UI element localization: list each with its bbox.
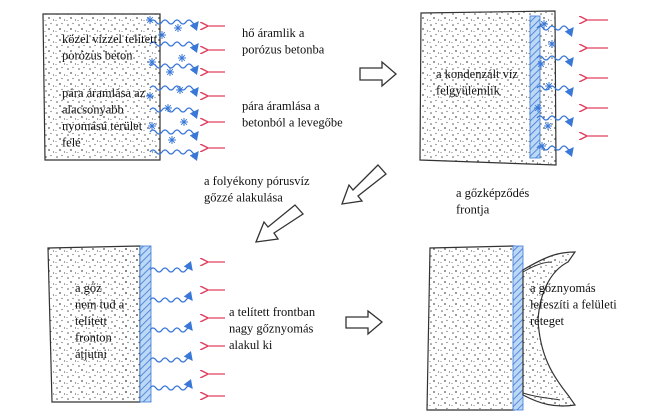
heat-arrows xyxy=(586,20,608,136)
vapor-star xyxy=(534,104,542,112)
process-arrow-diagonal-2 xyxy=(254,204,304,243)
heat-arrows xyxy=(207,262,225,396)
panel-top-right xyxy=(419,10,608,166)
vapor-star xyxy=(148,58,156,66)
heat-arrows xyxy=(207,26,225,148)
vapor-arrow xyxy=(149,129,199,141)
condensation-front xyxy=(529,15,541,159)
vapor-star xyxy=(544,122,552,130)
vapor-star xyxy=(548,40,556,48)
process-arrow-diagonal-1 xyxy=(341,164,387,205)
vapor-arrow xyxy=(149,351,193,363)
process-arrow-right-bottom xyxy=(345,309,384,336)
panel-bottom-left xyxy=(47,245,225,403)
spalled-layer xyxy=(522,251,577,407)
vapor-star xyxy=(166,68,174,76)
vapor-stars xyxy=(534,20,556,150)
vapor-star xyxy=(158,31,166,39)
vapor-arrow xyxy=(149,291,193,303)
vapor-star xyxy=(537,60,545,68)
vapor-star xyxy=(146,16,154,24)
vapor-arrow xyxy=(536,115,574,127)
vapor-arrows xyxy=(149,19,199,161)
vapor-arrow xyxy=(149,261,193,273)
vapor-arrow xyxy=(536,145,574,157)
crack-line xyxy=(522,261,553,273)
vapor-arrow xyxy=(149,321,193,333)
process-arrow-right-top xyxy=(359,60,397,88)
vapor-star xyxy=(176,86,184,94)
vapor-star xyxy=(164,104,172,112)
vapor-arrow xyxy=(149,149,199,161)
vapor-arrow xyxy=(536,85,574,97)
vapor-star xyxy=(178,54,186,62)
saturated-front xyxy=(139,245,152,403)
concrete-block xyxy=(419,10,557,166)
vapor-star xyxy=(168,136,176,144)
vapor-stars xyxy=(146,16,188,144)
vapor-arrow xyxy=(536,55,574,67)
vapor-arrow xyxy=(149,63,199,75)
vapor-arrow xyxy=(149,107,199,119)
vapor-star xyxy=(545,82,553,90)
vapor-star xyxy=(174,24,182,32)
panel-bottom-right xyxy=(426,245,577,411)
vapor-star xyxy=(146,92,154,100)
concrete-block xyxy=(42,13,161,161)
panel-top-left xyxy=(42,13,225,161)
vapor-arrow xyxy=(149,379,193,391)
vapor-star xyxy=(148,122,156,130)
vapor-arrow xyxy=(149,41,199,53)
vapor-star xyxy=(540,20,548,28)
vapor-arrows xyxy=(149,261,193,391)
crack-line xyxy=(522,392,561,401)
vapor-star xyxy=(180,118,188,126)
concrete-block xyxy=(426,245,515,411)
vapor-arrows xyxy=(536,25,574,157)
saturated-front xyxy=(512,245,524,411)
vapor-arrow xyxy=(536,25,574,37)
vapor-star xyxy=(538,142,546,150)
vapor-arrow xyxy=(149,85,199,97)
dense-zone xyxy=(118,248,140,402)
vapor-arrow xyxy=(149,19,199,31)
